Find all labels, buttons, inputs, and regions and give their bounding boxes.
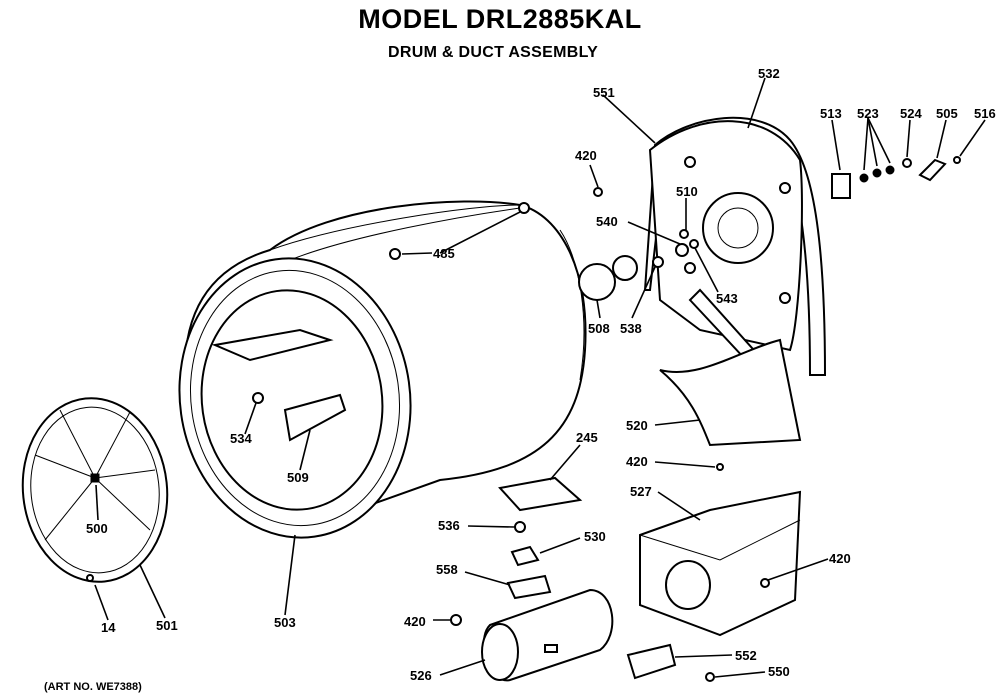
callout-558: 558 bbox=[436, 562, 458, 577]
callout-420-mid: 420 bbox=[626, 454, 648, 469]
callout-530: 530 bbox=[584, 529, 606, 544]
leader-lines bbox=[94, 77, 986, 678]
duct-520-part bbox=[659, 338, 802, 447]
heater-tube-part bbox=[481, 588, 614, 682]
callout-532: 532 bbox=[758, 66, 780, 81]
callout-500: 500 bbox=[86, 521, 108, 536]
duct-527-part bbox=[639, 490, 802, 637]
callout-540: 540 bbox=[596, 214, 618, 229]
callout-527: 527 bbox=[630, 484, 652, 499]
small-hardware-parts bbox=[389, 156, 961, 682]
callout-510: 510 bbox=[676, 184, 698, 199]
callout-485: 485 bbox=[433, 246, 455, 261]
callout-534: 534 bbox=[230, 431, 252, 446]
callout-520: 520 bbox=[626, 418, 648, 433]
callout-524: 524 bbox=[900, 106, 922, 121]
callout-14: 14 bbox=[101, 620, 116, 635]
diagram-title: MODEL DRL2885KAL bbox=[358, 4, 642, 34]
callout-538: 538 bbox=[620, 321, 642, 336]
callout-526: 526 bbox=[410, 668, 432, 683]
bracket-245-part bbox=[498, 476, 583, 512]
callout-508: 508 bbox=[588, 321, 610, 336]
callout-551: 551 bbox=[593, 85, 615, 100]
diagram-subtitle: DRUM & DUCT ASSEMBLY bbox=[388, 44, 599, 61]
callout-513: 513 bbox=[820, 106, 842, 121]
art-number: (ART NO. WE7388) bbox=[44, 681, 142, 693]
callout-552: 552 bbox=[735, 648, 757, 663]
callout-505: 505 bbox=[936, 106, 958, 121]
drum-part bbox=[178, 200, 587, 539]
callout-245: 245 bbox=[576, 430, 598, 445]
callout-420-left: 420 bbox=[404, 614, 426, 629]
callout-503: 503 bbox=[274, 615, 296, 630]
callout-543: 543 bbox=[716, 291, 738, 306]
callout-420-right: 420 bbox=[829, 551, 851, 566]
callout-536: 536 bbox=[438, 518, 460, 533]
callout-420-top: 420 bbox=[575, 148, 597, 163]
rear-bulkhead-part bbox=[643, 116, 827, 377]
door-glass-part bbox=[21, 397, 169, 583]
callout-516: 516 bbox=[974, 106, 996, 121]
callout-509: 509 bbox=[287, 470, 309, 485]
callout-550: 550 bbox=[768, 664, 790, 679]
callout-501: 501 bbox=[156, 618, 178, 633]
callout-523: 523 bbox=[857, 106, 879, 121]
